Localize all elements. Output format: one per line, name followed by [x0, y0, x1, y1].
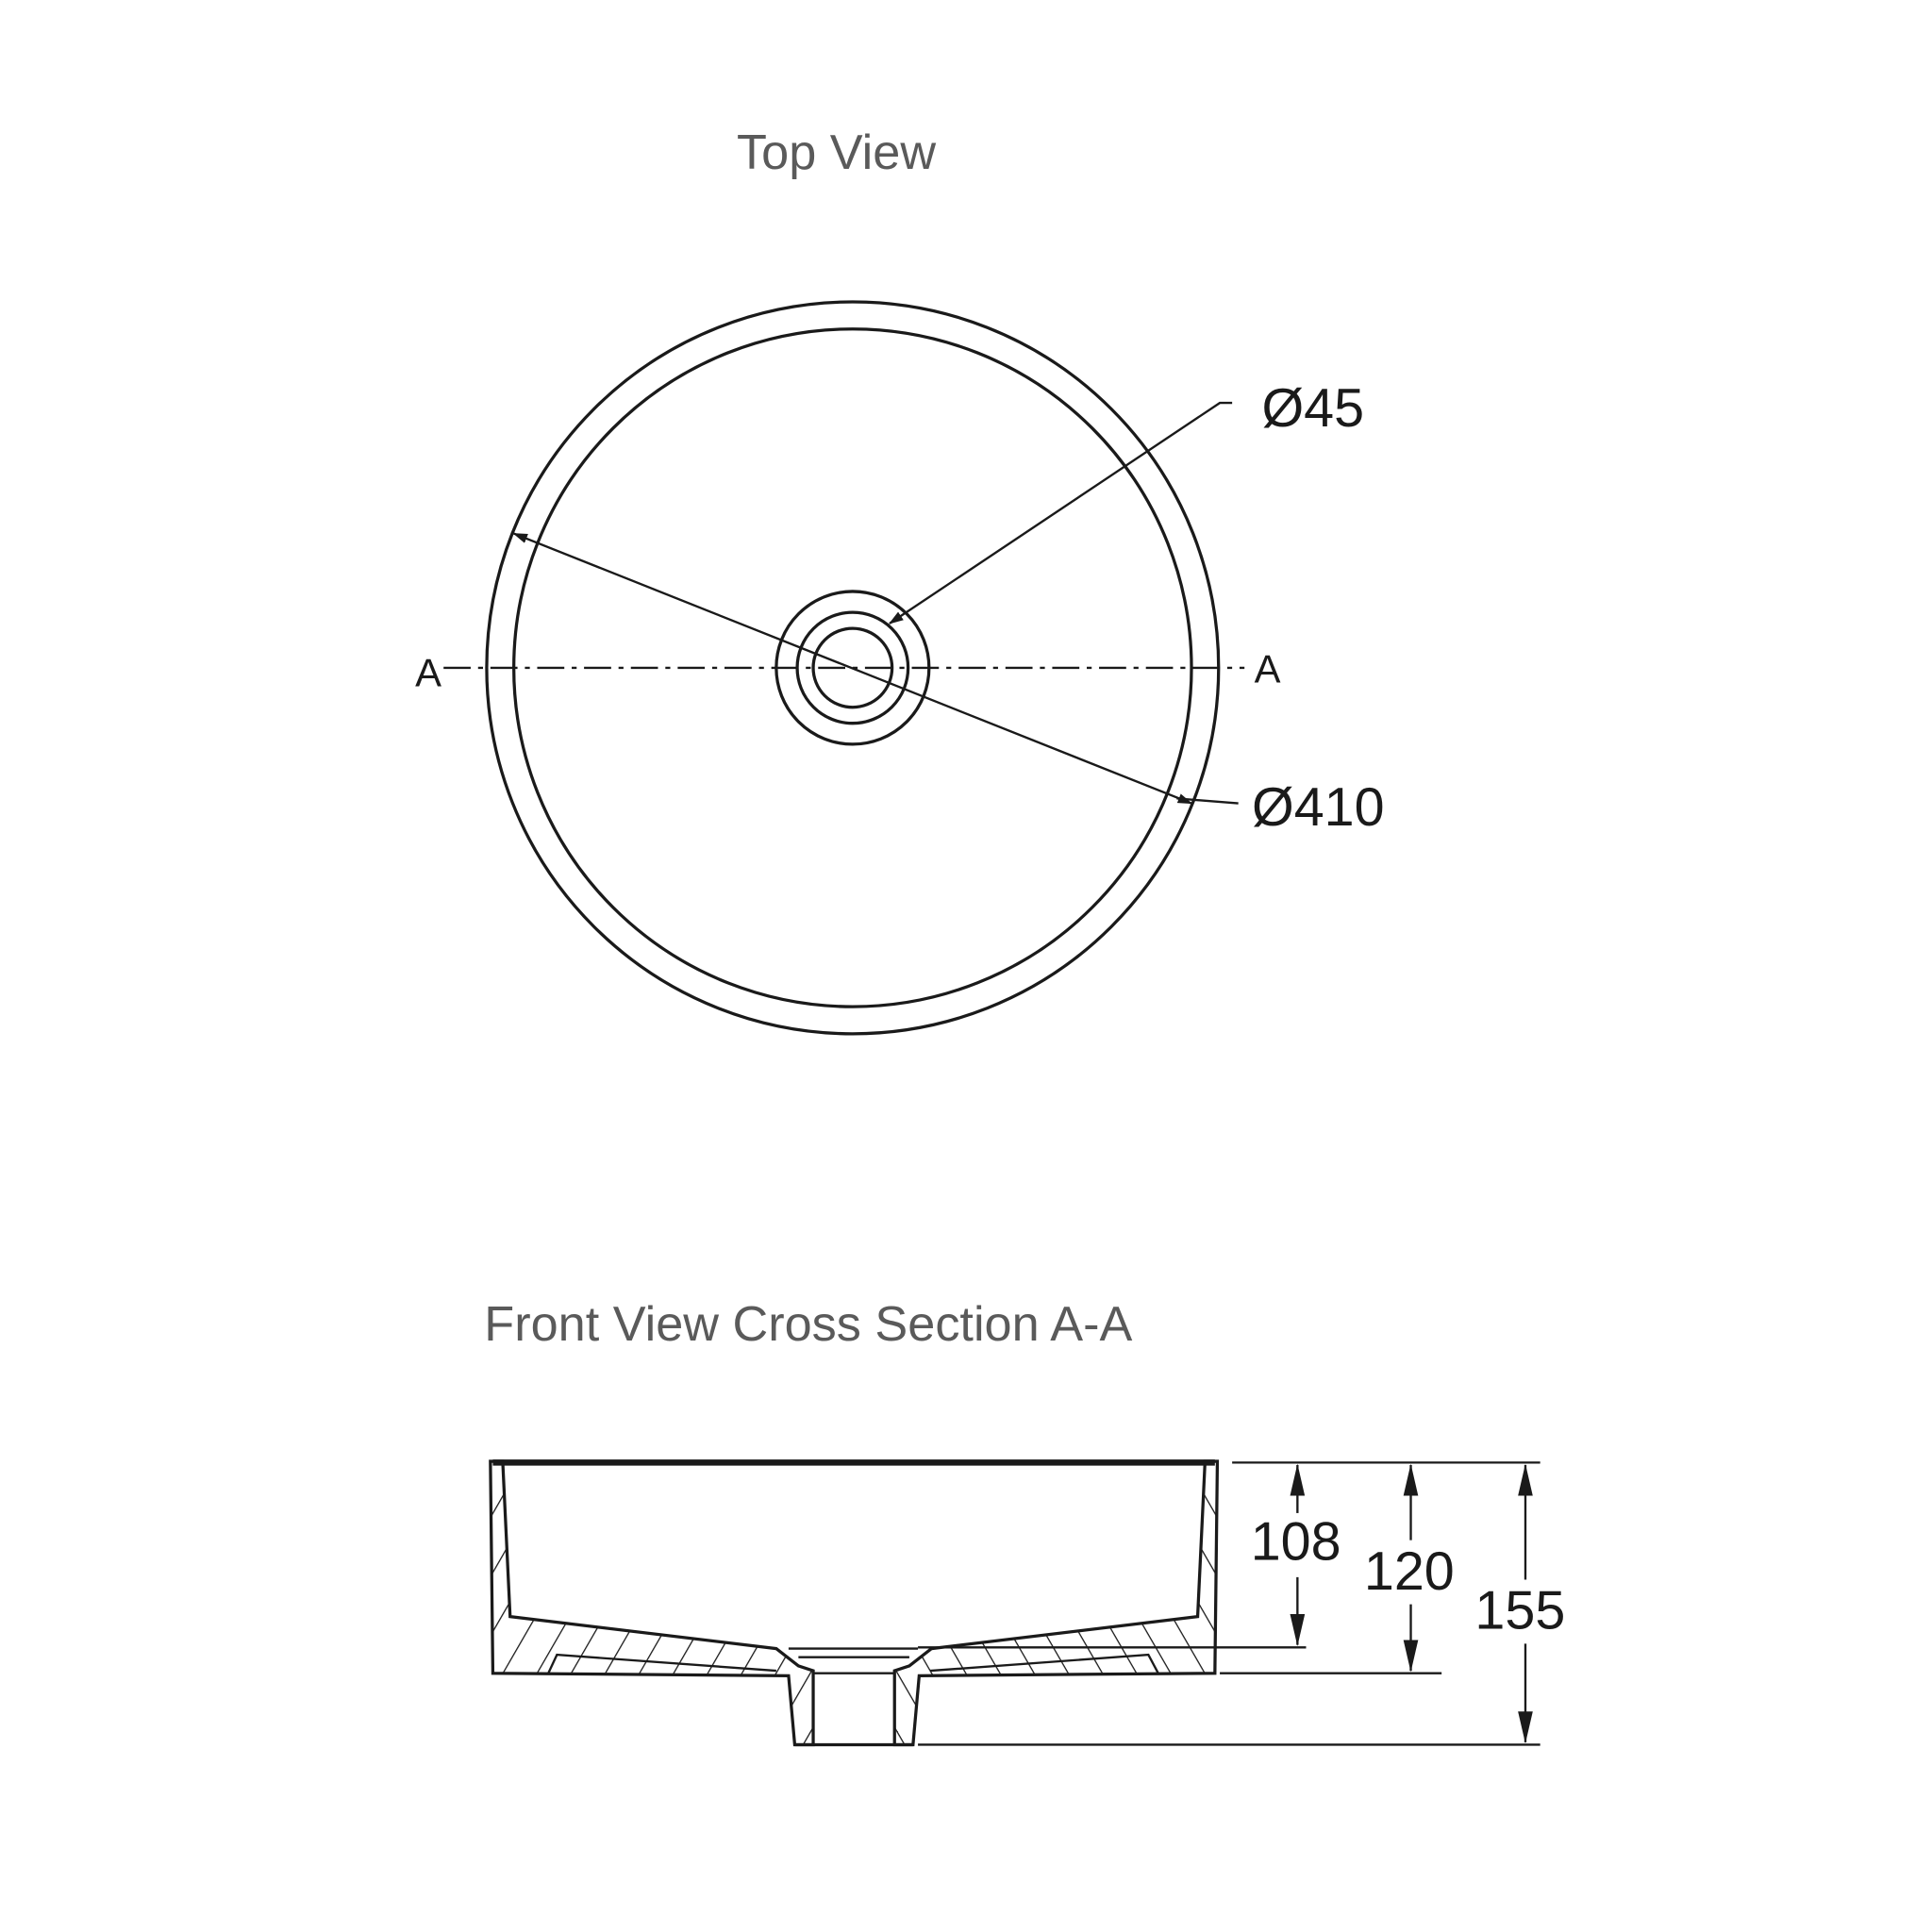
height-dimensions [918, 1461, 1541, 1746]
inner-depth-label: 108 [1251, 1512, 1341, 1573]
basin-diameter-label: Ø410 [1252, 777, 1385, 838]
basin-diameter-leader [1176, 797, 1239, 805]
front-view-title: Front View Cross Section A-A [484, 1297, 1132, 1352]
section-label-right: A [1255, 647, 1281, 691]
basin-cross-section [489, 1459, 1220, 1747]
drain-diameter-label: Ø45 [1261, 378, 1364, 439]
drain-diameter-leader [888, 401, 1233, 625]
total-height-label: 155 [1474, 1581, 1565, 1641]
basin-height-label: 120 [1364, 1541, 1455, 1602]
top-view-title: Top View [737, 125, 936, 180]
basin-diameter-line [512, 532, 1193, 805]
section-label-left: A [415, 651, 441, 695]
